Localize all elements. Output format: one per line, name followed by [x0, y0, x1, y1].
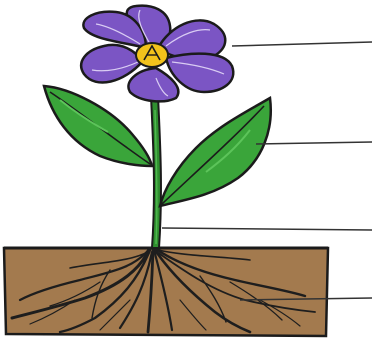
leaf-label-line [256, 142, 372, 144]
flower [81, 6, 233, 102]
right-leaf [160, 98, 271, 206]
flower-label-line [232, 42, 372, 46]
left-leaf [44, 86, 152, 166]
soil [4, 248, 328, 336]
stem [151, 96, 161, 248]
stem-label-line [162, 228, 372, 230]
